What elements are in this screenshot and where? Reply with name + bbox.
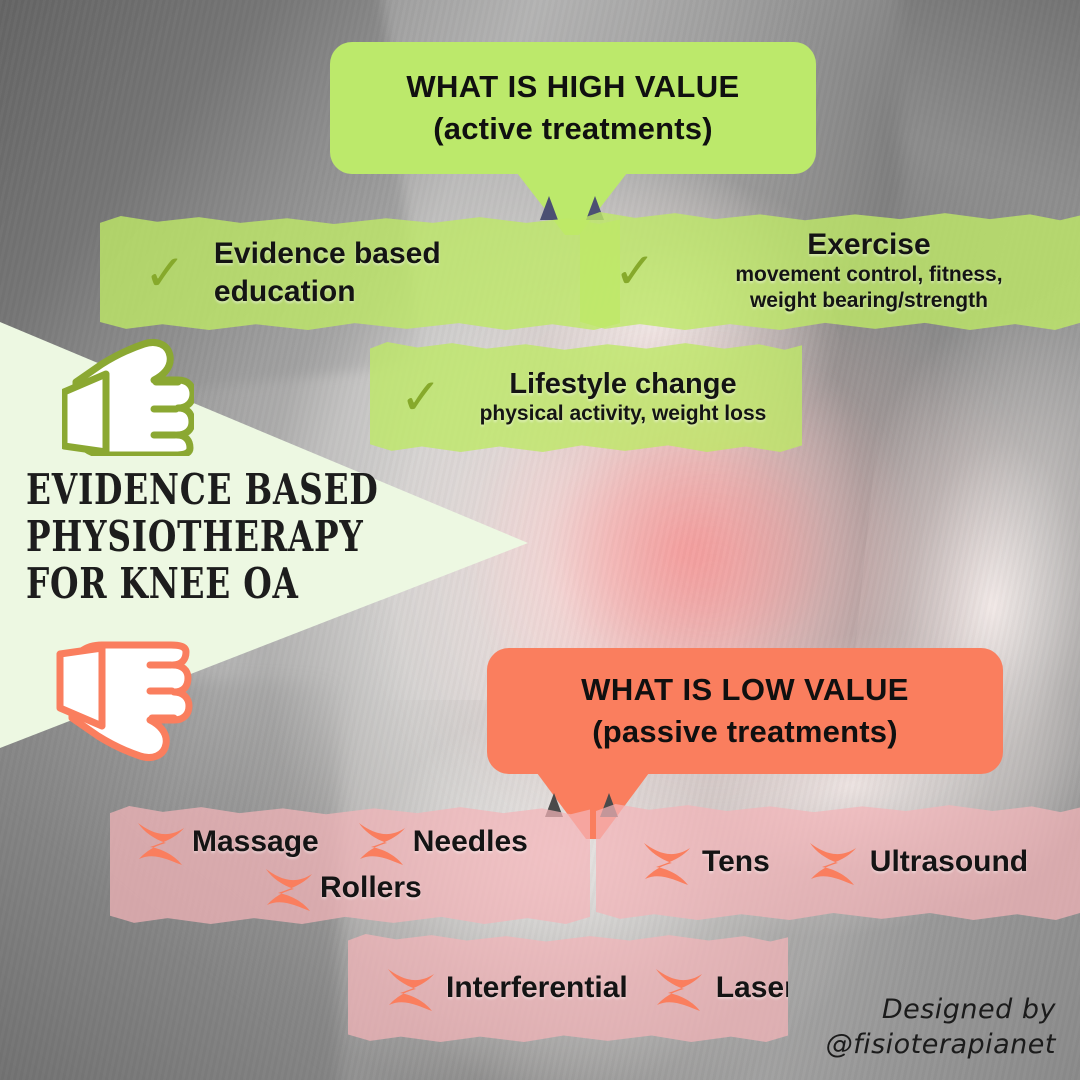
cross-icon: [358, 823, 405, 865]
cross-icon: [655, 969, 702, 1011]
low-value-item-interferential: Interferential: [446, 971, 628, 1004]
high-value-item-education: ✓ Evidence based education: [100, 216, 620, 330]
cross-icon: [388, 969, 434, 1011]
designer-credit: Designed by @fisioterapianet: [826, 992, 1056, 1062]
credit-line-2: @fisioterapianet: [825, 1028, 1056, 1060]
high-value-bubble: WHAT IS HIGH VALUE (active treatments): [330, 42, 816, 174]
exercise-text-block: Exercise movement control, fitness, weig…: [672, 228, 1066, 313]
low-value-item-rollers: Rollers: [320, 871, 422, 904]
low-value-item-tens: Tens: [702, 845, 770, 878]
title-line-2: Physiotherapy: [26, 512, 364, 562]
credit-line-1: Designed by: [881, 993, 1056, 1025]
lifestyle-sub: physical activity, weight loss: [479, 401, 767, 425]
low-value-band-1: Massage Needles Rollers: [110, 806, 590, 924]
lifestyle-text-block: Lifestyle change physical activity, weig…: [456, 368, 790, 427]
cross-icon: [644, 843, 690, 885]
cross-icon: [809, 843, 856, 885]
check-icon: ✓: [144, 244, 186, 302]
high-value-heading: WHAT IS HIGH VALUE: [406, 68, 740, 104]
exercise-label: Exercise: [807, 228, 931, 262]
check-icon: ✓: [400, 367, 442, 426]
low-value-item-needles: Needles: [412, 825, 528, 858]
low-value-item-laser: Laser: [715, 971, 796, 1004]
thumbs-up-icon: [60, 334, 197, 461]
high-value-tail-notch-left: [540, 196, 558, 220]
high-value-item-exercise: ✓ Exercise movement control, fitness, we…: [580, 212, 1080, 330]
high-value-subheading: (active treatments): [433, 110, 713, 146]
low-value-heading: WHAT IS LOW VALUE: [581, 671, 909, 707]
title-line-1: Evidence based: [26, 465, 379, 514]
low-value-subheading: (passive treatments): [592, 713, 898, 749]
cross-icon: [266, 869, 312, 911]
lifestyle-label: Lifestyle change: [509, 367, 737, 400]
thumbs-down-icon: [56, 640, 196, 771]
title-line-3: for knee OA: [26, 559, 299, 609]
low-value-bubble: WHAT IS LOW VALUE (passive treatments): [487, 648, 1003, 774]
high-value-item-lifestyle: ✓ Lifestyle change physical activity, we…: [370, 342, 802, 452]
exercise-sub-line1: movement control, fitness,: [735, 263, 1003, 287]
low-value-item-ultrasound: Ultrasound: [869, 845, 1029, 878]
check-icon: ✓: [614, 242, 656, 300]
education-label: Evidence based education: [213, 236, 441, 308]
page-title: Evidence based Physiotherapy for knee OA: [26, 465, 379, 609]
low-value-band-2: Tens Ultrasound: [596, 804, 1080, 920]
cross-icon: [138, 823, 184, 865]
low-value-band-3: Interferential Laser: [348, 934, 788, 1042]
exercise-sub-line2: weight bearing/strength: [749, 289, 988, 312]
low-value-item-massage: Massage: [192, 825, 319, 858]
